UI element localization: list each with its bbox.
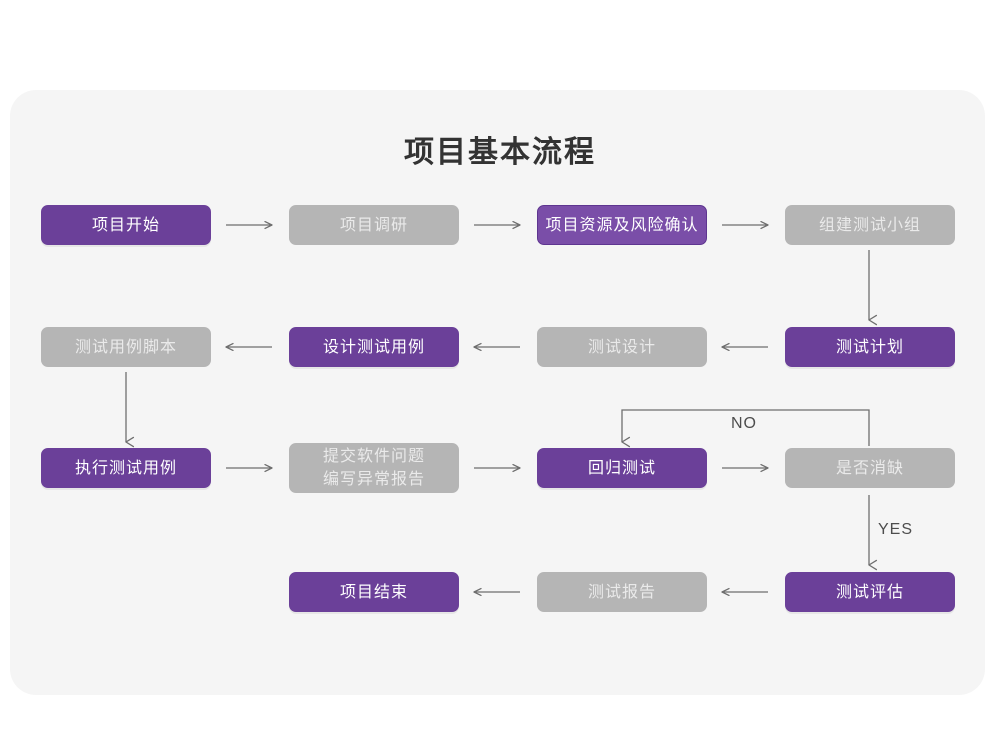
node-resource-risk-confirm[interactable]: 项目资源及风险确认 [537, 205, 707, 245]
node-execute-test-case[interactable]: 执行测试用例 [41, 448, 211, 488]
node-test-report[interactable]: 测试报告 [537, 572, 707, 612]
page-title: 项目基本流程 [404, 136, 596, 169]
node-project-research[interactable]: 项目调研 [289, 205, 459, 245]
edge-label-yes: YES [878, 521, 914, 538]
node-defect-cleared[interactable]: 是否消缺 [785, 448, 955, 488]
node-project-start[interactable]: 项目开始 [41, 205, 211, 245]
node-build-test-team[interactable]: 组建测试小组 [785, 205, 955, 245]
node-design-test-case[interactable]: 设计测试用例 [289, 327, 459, 367]
node-test-case-script[interactable]: 测试用例脚本 [41, 327, 211, 367]
node-test-plan[interactable]: 测试计划 [785, 327, 955, 367]
edge-label-no: NO [731, 415, 757, 432]
node-test-design[interactable]: 测试设计 [537, 327, 707, 367]
node-regression-test[interactable]: 回归测试 [537, 448, 707, 488]
node-submit-issue-report[interactable]: 提交软件问题 编写异常报告 [289, 443, 459, 493]
node-test-evaluation[interactable]: 测试评估 [785, 572, 955, 612]
node-project-end[interactable]: 项目结束 [289, 572, 459, 612]
